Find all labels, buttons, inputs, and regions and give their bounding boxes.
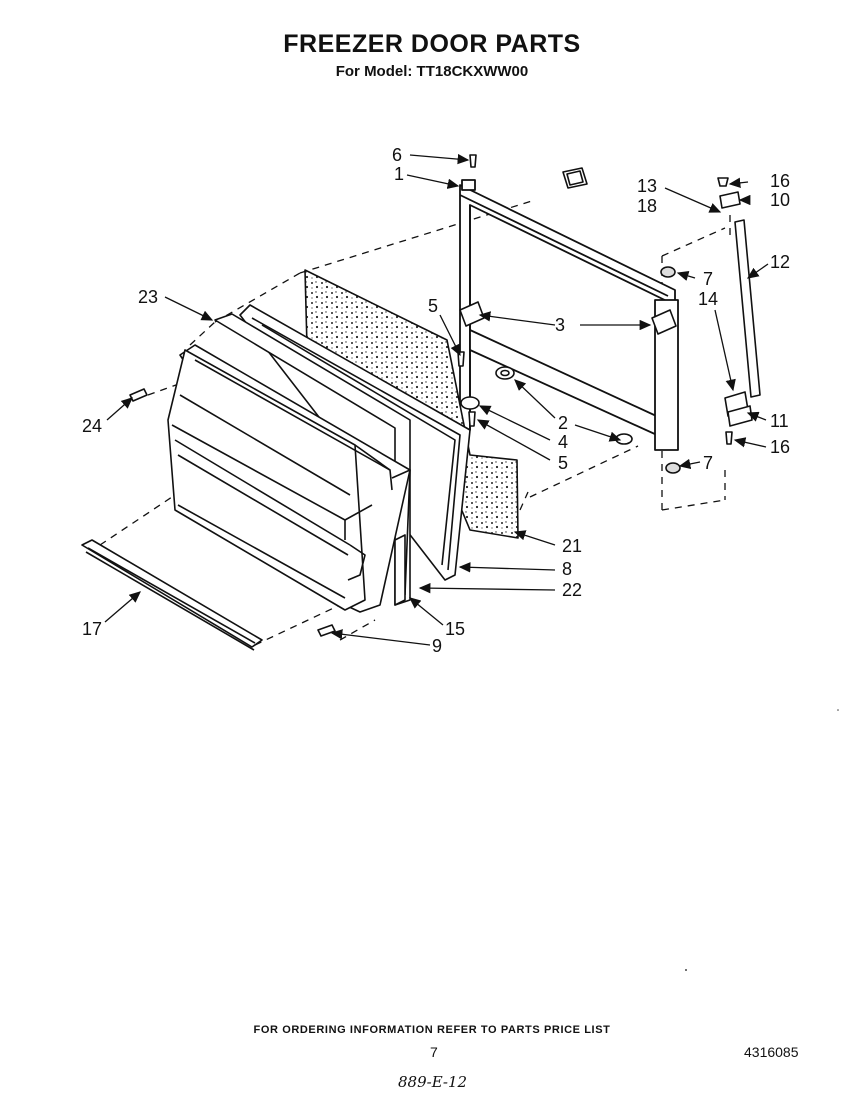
callout-5-upper: 5 [428, 296, 438, 316]
callout-16-top: 16 [770, 171, 790, 191]
callout-9: 9 [432, 636, 442, 656]
callout-4: 4 [558, 432, 568, 452]
callout-23: 23 [138, 287, 158, 307]
trim-strip-part [81, 539, 263, 651]
callout-21: 21 [562, 536, 582, 556]
callout-1: 1 [394, 164, 404, 184]
callout-2: 2 [558, 413, 568, 433]
callout-15: 15 [445, 619, 465, 639]
page-number: 7 [430, 1044, 438, 1060]
page-title: FREEZER DOOR PARTS [283, 30, 581, 58]
callout-7-top: 7 [703, 269, 713, 289]
model-subtitle: For Model: TT18CKXWW00 [335, 63, 529, 80]
document-number: 4316085 [744, 1044, 799, 1060]
callout-6: 6 [392, 145, 402, 165]
handwritten-code: 889-E-12 [398, 1073, 468, 1091]
callout-11: 11 [770, 411, 789, 431]
callout-14: 14 [698, 289, 718, 309]
callout-13: 13 [637, 176, 657, 196]
callout-labels: 6 1 13 18 16 10 12 7 14 23 5 3 2 4 5 11 … [82, 145, 790, 656]
callout-18: 18 [637, 196, 657, 216]
callout-17: 17 [82, 619, 102, 639]
callout-16-bottom: 16 [770, 437, 790, 457]
ordering-note: FOR ORDERING INFORMATION REFER TO PARTS … [253, 1024, 611, 1036]
callout-12: 12 [770, 252, 790, 272]
door-panel-part [167, 344, 411, 613]
callout-3: 3 [555, 315, 565, 335]
callout-10: 10 [770, 190, 790, 210]
callout-24: 24 [82, 416, 102, 436]
door-frame-part [459, 179, 679, 451]
callout-7-bottom: 7 [703, 453, 713, 473]
callout-5-lower: 5 [558, 453, 568, 473]
callout-8: 8 [562, 559, 572, 579]
callout-22: 22 [562, 580, 582, 600]
